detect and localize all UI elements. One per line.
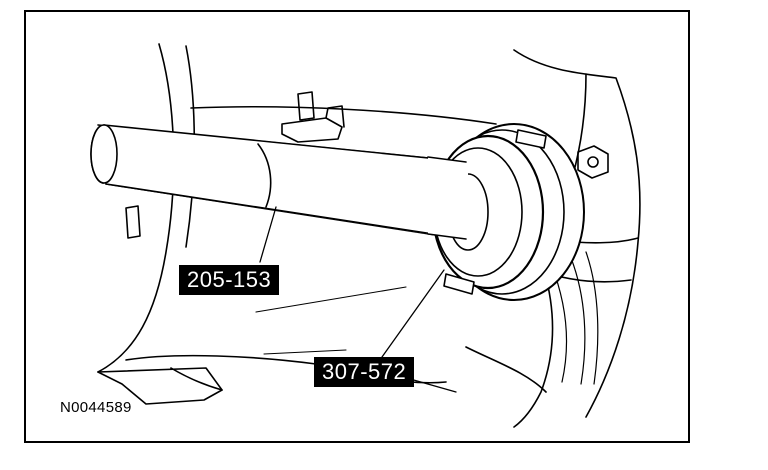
tool-barrel-top xyxy=(103,124,469,163)
casting-lower-boss xyxy=(513,269,554,428)
guide-line-b xyxy=(263,349,347,355)
callout-tool-307-572: 307-572 xyxy=(314,357,415,387)
hex-bolt-center xyxy=(587,156,599,168)
tool-front-cap xyxy=(90,124,118,184)
bracket-stud xyxy=(297,91,315,121)
guide-line-a xyxy=(255,286,407,313)
service-illustration xyxy=(90,43,641,428)
tool-barrel-bottom xyxy=(105,183,467,240)
bracket-flange xyxy=(325,105,345,128)
housing-floor xyxy=(97,367,223,405)
figure-id-label: N0044589 xyxy=(60,399,132,416)
seal-lower-notch xyxy=(443,273,475,295)
tool-into-seal xyxy=(428,157,468,240)
housing-right-casting xyxy=(513,49,641,418)
tool-barrel-fill xyxy=(104,125,468,240)
callout-tool-205-153: 205-153 xyxy=(179,265,280,295)
seal-notch xyxy=(515,129,547,149)
leader-205-153 xyxy=(259,206,277,263)
housing-outline-left xyxy=(97,43,175,373)
leader-307-572-upper xyxy=(381,269,445,358)
left-tab xyxy=(125,205,141,239)
illustration-frame: 205-153 307-572 N0044589 xyxy=(24,10,690,443)
tool-shoulder xyxy=(257,143,272,208)
casting-lower-edge xyxy=(465,346,547,393)
tool-into-seal-edges xyxy=(427,156,467,240)
floor-lip xyxy=(170,367,223,391)
housing-top-edge xyxy=(190,105,497,125)
floor-rim xyxy=(125,354,317,365)
hex-bolt xyxy=(577,145,609,179)
top-bracket xyxy=(281,117,343,143)
